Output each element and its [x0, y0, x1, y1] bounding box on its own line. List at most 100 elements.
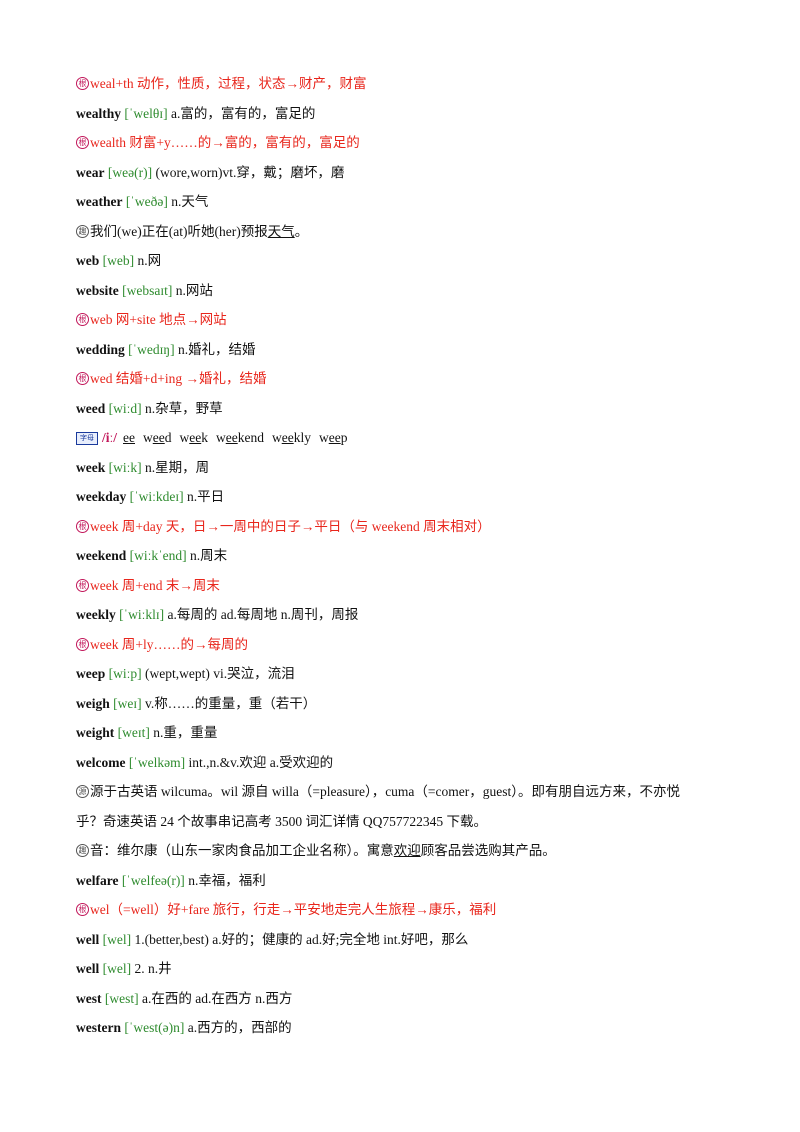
headword: weekend	[76, 548, 127, 563]
entry-line: weekend [wiːkˈend] n.周末	[76, 546, 227, 566]
mnemonic-icon: 趣	[76, 224, 89, 238]
phonetic: [websaɪt]	[122, 282, 173, 298]
headword: wedding	[76, 341, 125, 357]
headword: weight	[76, 725, 115, 740]
mnemonic-text: 。	[294, 223, 309, 239]
entry-line: west [west] a.在西的 ad.在西方 n.西方	[76, 989, 292, 1009]
headword: week	[76, 459, 106, 475]
definition: n.幸福，福利	[188, 872, 266, 888]
definition: v.称……的重量，重（若干）	[144, 695, 317, 711]
headword: welcome	[76, 754, 126, 770]
entry-line: wedding [ˈwedɪŋ] n.婚礼，结婚	[76, 340, 256, 360]
phonetic: [wel]	[102, 931, 132, 947]
phonetic: [weə(r)]	[107, 164, 153, 180]
etymology-icon: 源	[76, 785, 89, 798]
entry-line: wear [weə(r)] (wore,worn)vt.穿，戴；磨坏，磨	[76, 163, 344, 183]
root-analysis: wed 结婚+d+ing →婚礼，结婚	[90, 371, 267, 386]
entry-line: welfare [ˈwelfeə(r)] n.幸福，福利	[76, 871, 266, 891]
pronunciation-example: ee	[123, 430, 135, 445]
phonetic: [ˈwelfeə(r)]	[121, 872, 185, 888]
entry-line: weather [ˈweðə] n.天气	[76, 192, 208, 212]
headword: website	[76, 282, 119, 298]
root-icon: 根	[76, 313, 89, 326]
definition: n.重，重量	[153, 725, 218, 740]
entry-line: weekly [ˈwiːklɪ] a.每周的 ad.每周地 n.周刊，周报	[76, 605, 358, 625]
root-analysis: wel（=well）好+fare 旅行，行走→平安地走完人生旅程→康乐，福利	[90, 902, 497, 917]
headword: weed	[76, 400, 106, 416]
root-icon: 根	[76, 77, 89, 90]
definition: n.杂草，野草	[145, 400, 223, 416]
entry-line: 趣音：维尔康（山东一家肉食品加工企业名称）。寓意欢迎顾客品尝选购其产品。	[76, 841, 556, 861]
root-icon: 根	[76, 637, 89, 651]
mnemonic-text: 顾客品尝选购其产品。	[420, 843, 556, 858]
root-icon: 根	[76, 372, 89, 385]
root-analysis: weal+th 动作，性质，过程，状态→财产，财富	[90, 76, 367, 91]
etymology-text: 源于古英语 wilcuma。wil 源自 willa（=pleasure），cu…	[90, 784, 681, 799]
root-icon: 根	[76, 903, 89, 916]
headword: wealthy	[76, 105, 121, 121]
phonetic: [wiːkˈend]	[129, 548, 187, 563]
entry-line: weight [weɪt] n.重，重量	[76, 723, 217, 743]
letter-group: ee	[152, 430, 165, 445]
entry-line: website [websaɪt] n.网站	[76, 281, 213, 301]
mnemonic-keyword: 天气	[267, 223, 295, 239]
root-icon: 根	[76, 519, 89, 533]
definition: a.西方的，西部的	[187, 1020, 292, 1035]
root-analysis: week 周+ly……的→每周的	[90, 636, 248, 652]
entry-line: weed [wiːd] n.杂草，野草	[76, 399, 223, 419]
phonetic: [wiːp]	[108, 666, 142, 681]
phonetic: [weɪ]	[113, 695, 142, 711]
definition: 2. n.井	[134, 961, 172, 976]
headword: west	[76, 990, 102, 1006]
entry-line: well [wel] 2. n.井	[76, 959, 172, 979]
entry-line: 乎？奇速英语 24 个故事串记高考 3500 词汇详情 QQ757722345 …	[76, 812, 487, 832]
pronunciation-example: weekly	[271, 430, 311, 445]
headword: weather	[76, 194, 123, 209]
phonetic: [weɪt]	[117, 725, 150, 740]
root-analysis: wealth 财富+y……的→富的，富有的，富足的	[90, 135, 360, 150]
phonetic: [ˈweðə]	[125, 194, 168, 209]
mnemonic-keyword: 欢迎	[393, 843, 421, 858]
phonetic: [ˈwelθɪ]	[124, 105, 168, 121]
phonetic: [wiːd]	[108, 400, 142, 416]
letter-group: ee	[123, 430, 135, 445]
definition: a.富的，富有的，富足的	[170, 105, 316, 121]
entry-line: well [wel] 1.(better,best) a.好的；健康的 ad.好…	[76, 930, 468, 950]
definition: int.,n.&v.欢迎 a.受欢迎的	[188, 754, 334, 770]
entry-line: western [ˈwest(ə)n] a.西方的，西部的	[76, 1018, 292, 1038]
definition: 1.(better,best) a.好的；健康的 ad.好;完全地 int.好吧…	[134, 931, 469, 947]
phonetic: [west]	[104, 990, 139, 1006]
definition: n.周末	[189, 548, 228, 563]
letter-group: ee	[189, 430, 202, 445]
headword: wear	[76, 164, 105, 180]
definition: n.天气	[171, 194, 209, 209]
headword: weigh	[76, 695, 110, 711]
entry-line: wealthy [ˈwelθɪ] a.富的，富有的，富足的	[76, 104, 315, 124]
entry-line: week [wiːk] n.星期，周	[76, 458, 209, 478]
definition: n.网站	[175, 282, 213, 298]
phonetic: [ˈwiːklɪ]	[119, 607, 165, 622]
headword: well	[76, 961, 100, 976]
phonetic: [web]	[102, 253, 135, 268]
letter-group: ee	[281, 430, 294, 445]
definition: a.每周的 ad.每周地 n.周刊，周报	[167, 607, 359, 622]
letter-group: ee	[225, 430, 238, 445]
pronunciation-example: weep	[318, 430, 348, 445]
letter-group: ee	[328, 430, 341, 445]
definition: a.在西的 ad.在西方 n.西方	[142, 990, 293, 1006]
pronunciation-icon: 字母	[76, 432, 98, 445]
entry-line: weekday [ˈwiːkdeɪ] n.平日	[76, 487, 224, 507]
definition: (wore,worn)vt.穿，戴；磨坏，磨	[155, 164, 345, 180]
pronunciation-example: weekend	[215, 430, 264, 445]
pronunciation-example: weed	[143, 430, 172, 445]
mnemonic-icon: 趣	[76, 844, 89, 857]
root-icon: 根	[76, 578, 89, 592]
headword: well	[76, 931, 100, 947]
